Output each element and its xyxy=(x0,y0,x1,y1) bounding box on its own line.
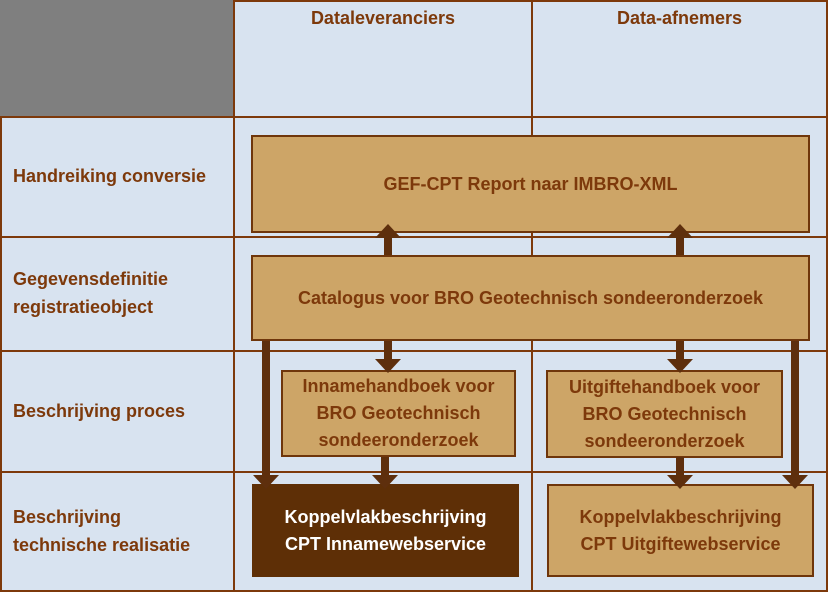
arrowhead-down-icon xyxy=(375,359,401,373)
arrow-shaft xyxy=(381,457,389,477)
grid-line-row3 xyxy=(0,350,828,352)
box-gef-cpt-report: GEF-CPT Report naar IMBRO-XML xyxy=(251,135,810,233)
row-label-handreiking-conversie: Handreiking conversie xyxy=(13,166,207,187)
arrow-down-innamehandboek-to-koppelvlak xyxy=(372,457,398,489)
row-label-beschrijving-proces: Beschrijving proces xyxy=(13,400,186,421)
arrowhead-down-icon xyxy=(372,475,398,489)
column-header-dataleveranciers: Dataleveranciers xyxy=(310,8,456,28)
arrow-shaft xyxy=(676,236,684,255)
box-koppelvlak-uitgiftewebservice: Koppelvlakbeschrijving CPT Uitgiftewebse… xyxy=(547,484,814,577)
grid-line-left xyxy=(0,116,2,592)
arrow-down-uitgiftehandboek-to-koppelvlak xyxy=(667,457,693,489)
grid-line-row2 xyxy=(0,236,828,238)
arrow-shaft xyxy=(791,341,799,477)
box-koppelvlak-innamewebservice: Koppelvlakbeschrijving CPT Innamewebserv… xyxy=(252,484,519,577)
column-header-data-afnemers: Data-afnemers xyxy=(616,8,743,28)
arrowhead-up-icon xyxy=(375,224,401,238)
arrow-shaft xyxy=(384,341,392,361)
arrow-up-catalogus-to-gef-right xyxy=(667,224,693,255)
arrowhead-down-icon xyxy=(667,359,693,373)
box-catalogus: Catalogus voor BRO Geotechnisch sondeero… xyxy=(251,255,810,341)
arrow-down-catalogus-to-uitgiftehandboek xyxy=(667,341,693,373)
corner-cell xyxy=(0,0,233,116)
box-innamehandboek: Innamehandboek voor BRO Geotechnisch son… xyxy=(281,370,516,457)
grid-line-col1 xyxy=(233,0,235,592)
arrowhead-up-icon xyxy=(667,224,693,238)
arrow-up-catalogus-to-gef-left xyxy=(375,224,401,255)
row-label-beschrijving-technische-realisatie: Beschrijving technische realisatie xyxy=(13,506,191,555)
arrow-shaft xyxy=(262,341,270,477)
arrowhead-down-icon xyxy=(782,475,808,489)
grid-line-row4 xyxy=(0,471,828,473)
arrow-down-long-catalogus-to-koppelvlak-uitgifte xyxy=(782,341,808,489)
arrow-down-long-catalogus-to-koppelvlak-inname xyxy=(253,341,279,489)
arrow-down-catalogus-to-innamehandboek xyxy=(375,341,401,373)
arrow-shaft xyxy=(676,457,684,477)
arrow-shaft xyxy=(676,341,684,361)
box-uitgiftehandboek: Uitgiftehandboek voor BRO Geotechnisch s… xyxy=(546,370,783,458)
grid-line-top xyxy=(233,0,828,2)
arrowhead-down-icon xyxy=(667,475,693,489)
arrowhead-down-icon xyxy=(253,475,279,489)
grid-line-right xyxy=(826,0,828,592)
grid-line-bottom xyxy=(0,590,828,592)
arrow-shaft xyxy=(384,236,392,255)
grid-line-row1 xyxy=(0,116,828,118)
row-label-gegevensdefinitie-registratieobject: Gegevensdefinitie registratieobject xyxy=(13,269,169,317)
